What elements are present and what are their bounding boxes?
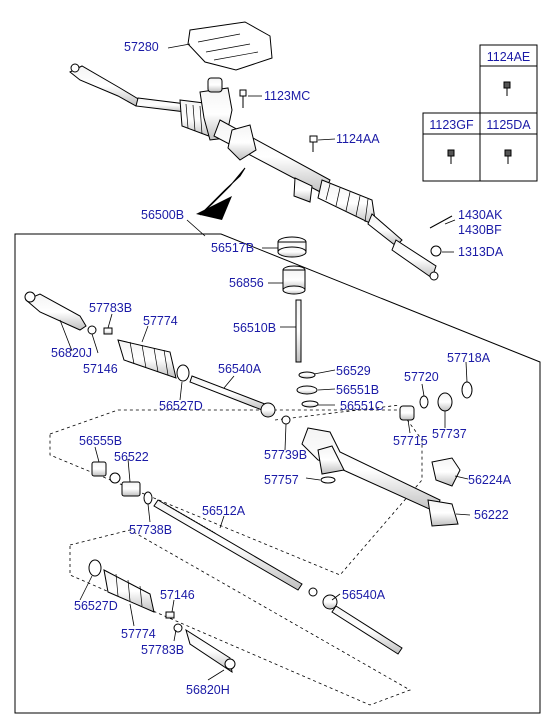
fastener-box-1124AE[interactable]: 1124AE	[486, 50, 531, 64]
callout-56517B[interactable]: 56517B	[211, 241, 255, 255]
callout-56500B[interactable]: 56500B	[141, 208, 185, 222]
inner-tie-rod-56540A-bottom	[322, 594, 403, 655]
callout-57737[interactable]: 57737	[432, 427, 467, 441]
callout-56222[interactable]: 56222	[474, 508, 509, 522]
callout-57774-bottom[interactable]: 57774	[121, 627, 156, 641]
callout-56522[interactable]: 56522	[114, 450, 149, 464]
callout-56512A[interactable]: 56512A	[202, 504, 246, 518]
callout-56856[interactable]: 56856	[229, 276, 264, 290]
bellows-57774-bottom	[88, 559, 155, 613]
tie-rod-end-56820H	[165, 611, 236, 674]
bolt-1123MC	[239, 89, 247, 108]
nut-1313DA	[430, 245, 442, 257]
callout-56551B[interactable]: 56551B	[336, 383, 380, 397]
tie-rod-end-56820J	[24, 291, 113, 335]
direction-arrow-head	[196, 196, 232, 220]
callout-56527D-bottom[interactable]: 56527D	[74, 599, 118, 613]
callout-57715[interactable]: 57715	[393, 434, 428, 448]
callout-57738B[interactable]: 57738B	[129, 523, 173, 537]
leader-lines	[59, 43, 471, 681]
callout-57739B[interactable]: 57739B	[264, 448, 308, 462]
callout-57783B-bottom[interactable]: 57783B	[141, 643, 185, 657]
assembly-frame	[14, 233, 541, 714]
bolt-1124AA	[309, 135, 318, 152]
callout-57146-top[interactable]: 57146	[83, 362, 118, 376]
callout-56551C[interactable]: 56551C	[340, 399, 384, 413]
callout-57757[interactable]: 57757	[264, 473, 299, 487]
callout-57774-top[interactable]: 57774	[143, 314, 178, 328]
callout-57718A[interactable]: 57718A	[447, 351, 491, 365]
fastener-box-grid	[422, 44, 538, 182]
callout-1430AK[interactable]: 1430AK	[458, 208, 503, 222]
callout-56555B[interactable]: 56555B	[79, 434, 123, 448]
callout-57783B-top[interactable]: 57783B	[89, 301, 133, 315]
inner-tie-rod-56540A-top	[189, 375, 291, 425]
callout-1124AA[interactable]: 1124AA	[336, 132, 380, 146]
rack-bar-56512A	[153, 499, 318, 597]
callout-56529[interactable]: 56529	[336, 364, 371, 378]
callout-56540A-bottom[interactable]: 56540A	[342, 588, 386, 602]
heat-shield-57280	[187, 21, 273, 71]
callout-56540A-top[interactable]: 56540A	[218, 362, 262, 376]
callout-57146-bottom[interactable]: 57146	[160, 588, 195, 602]
callout-57280[interactable]: 57280	[124, 40, 159, 54]
callout-1123MC[interactable]: 1123MC	[264, 89, 311, 103]
callout-56820J[interactable]: 56820J	[51, 346, 93, 360]
yoke-parts-stack	[277, 236, 319, 408]
bushings-right	[399, 381, 473, 527]
callout-56510B[interactable]: 56510B	[233, 321, 277, 335]
bushings-left	[91, 461, 153, 505]
callout-56527D-top[interactable]: 56527D	[159, 399, 203, 413]
fastener-box-1125DA[interactable]: 1125DA	[486, 118, 531, 132]
callout-1430BF[interactable]: 1430BF	[458, 223, 502, 237]
fastener-box-1123GF[interactable]: 1123GF	[429, 118, 474, 132]
callout-56820H[interactable]: 56820H	[186, 683, 230, 697]
callout-57720[interactable]: 57720	[404, 370, 439, 384]
fastener-box-icons	[447, 81, 512, 164]
callout-56224A[interactable]: 56224A	[468, 473, 512, 487]
callout-1313DA[interactable]: 1313DA	[458, 245, 504, 259]
bellows-57774-top	[117, 339, 190, 382]
dashed-subassembly-outlines	[49, 404, 423, 706]
cotter-pin-1430AK	[429, 215, 453, 229]
steering-gear-assembly	[69, 63, 439, 281]
